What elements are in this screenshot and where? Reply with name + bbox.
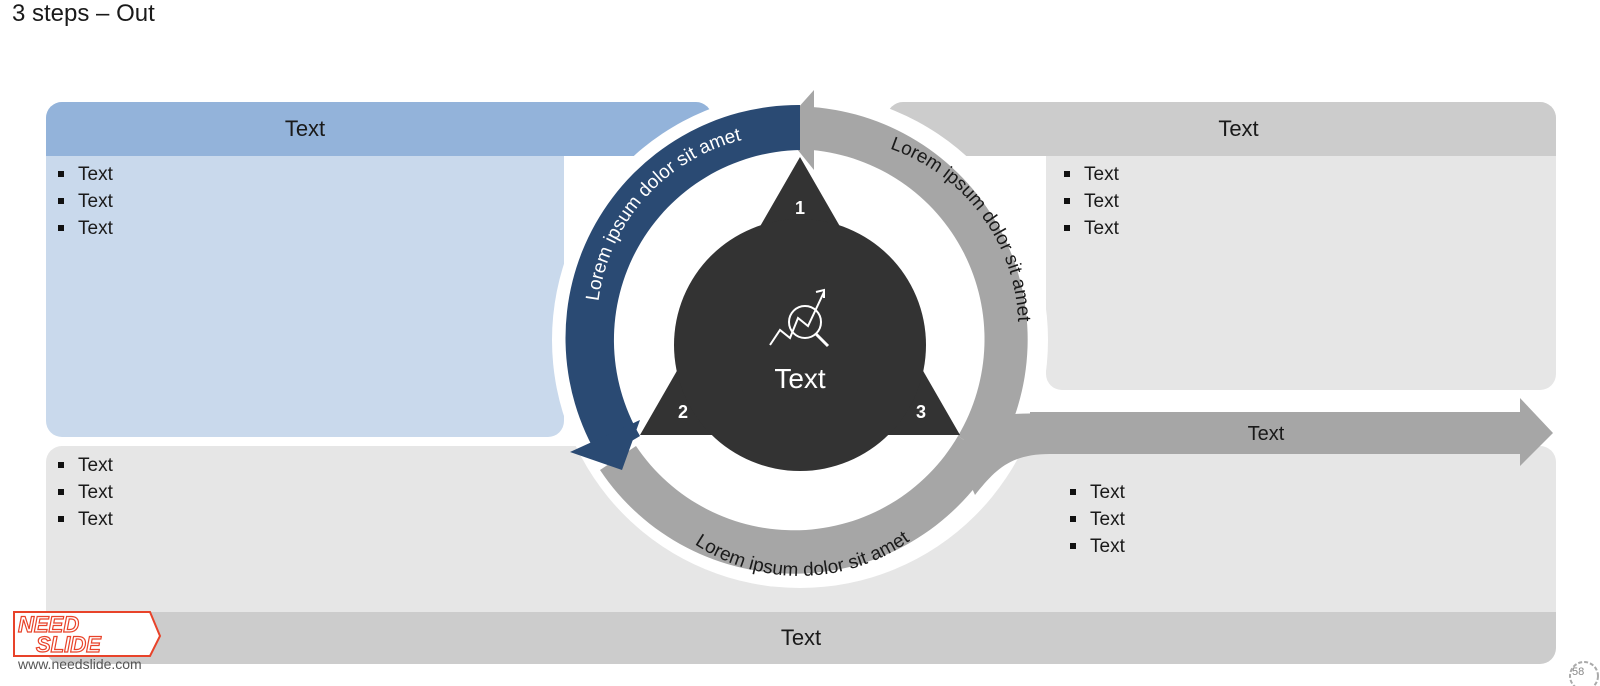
bottom-bar-label: Text	[780, 625, 822, 650]
grey-top-right-list: Text Text Text	[1062, 161, 1119, 242]
grey-bottom-left-list: Text Text Text	[56, 452, 113, 533]
arc-left	[565, 104, 800, 461]
list-item: Text	[56, 215, 113, 242]
list-item: Text	[1068, 479, 1125, 506]
logo-line-1: NEED	[18, 612, 79, 637]
grey-bottom-right-list: Text Text Text	[1068, 479, 1125, 560]
analytics-magnifier-icon	[769, 288, 830, 348]
arc-bottom	[600, 436, 994, 574]
list-item: Text	[1062, 215, 1119, 242]
center-label: Text	[774, 363, 826, 394]
list-item: Text	[56, 161, 113, 188]
slide-title: 3 steps – Out	[12, 0, 155, 27]
list-item: Text	[56, 506, 113, 533]
bottom-bar: Text	[46, 612, 1556, 664]
needslide-logo	[13, 611, 162, 657]
website-url[interactable]: www.needslide.com	[18, 656, 142, 672]
list-item: Text	[1068, 506, 1125, 533]
arc-right	[812, 107, 1028, 460]
blue-panel-header: Text	[46, 102, 712, 156]
blue-panel-body	[46, 102, 564, 437]
blue-panel-list: Text Text Text	[56, 161, 113, 242]
arc-left-arrowhead	[570, 420, 640, 470]
grey-panel-header: Text	[887, 102, 1556, 156]
logo-line-2: SLIDE	[36, 632, 102, 657]
list-item: Text	[1062, 188, 1119, 215]
list-item: Text	[56, 188, 113, 215]
output-arrow-label: Text	[1248, 423, 1285, 445]
page-number-gear-icon	[1569, 661, 1599, 686]
output-arrow	[955, 398, 1553, 495]
core-circle	[674, 219, 926, 471]
list-item: Text	[1068, 533, 1125, 560]
list-item: Text	[1062, 161, 1119, 188]
list-item: Text	[56, 452, 113, 479]
step-number-1: 1	[795, 198, 805, 218]
page-number: 58	[1572, 666, 1585, 678]
step-number-2: 2	[678, 402, 688, 422]
step-number-3: 3	[916, 402, 926, 422]
blue-panel-title: Text	[284, 116, 326, 141]
list-item: Text	[56, 479, 113, 506]
grey-panel-title: Text	[1218, 116, 1259, 141]
